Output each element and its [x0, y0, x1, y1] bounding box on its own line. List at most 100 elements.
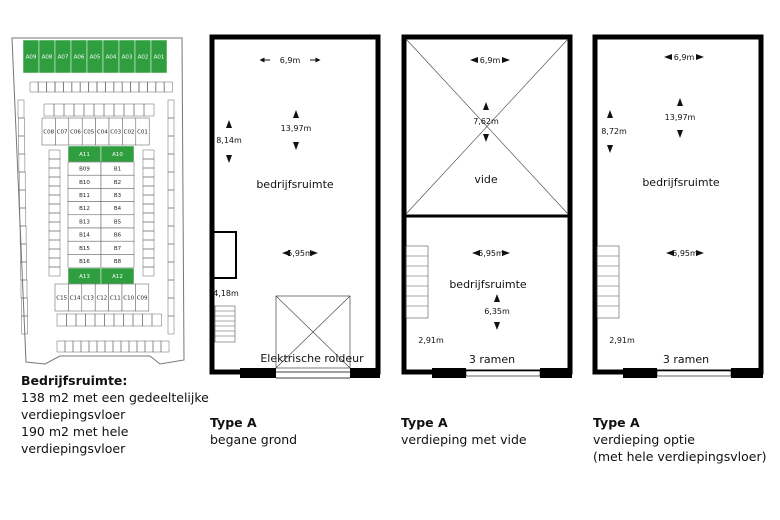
unit-B8 [100, 254, 135, 268]
unit-label: B2 [114, 180, 121, 186]
parking-spot [147, 81, 156, 93]
unit-label: A04 [106, 55, 117, 61]
parking-spot [151, 313, 162, 327]
parking-spot [105, 81, 114, 93]
unit-label: B14 [79, 233, 90, 239]
room-label: bedrijfsruimte [256, 178, 334, 191]
parking-spot [54, 81, 64, 93]
vide-depth-dimension: 7,62m [473, 117, 499, 126]
door-label: Elektrische roldeur [260, 352, 364, 365]
parking-spot [138, 81, 148, 93]
side-dimension: 2,91m [418, 336, 444, 345]
unit-label: A06 [74, 55, 85, 61]
inner-width-dimension: 5,95m [478, 249, 504, 258]
plan-type: Type A [401, 415, 448, 430]
unit-label: A09 [26, 55, 37, 61]
unit-label: C11 [110, 296, 121, 302]
side-dimension: 8,14m [216, 136, 242, 145]
unit-label: A01 [154, 55, 165, 61]
description-line: verdiepingsvloer [21, 441, 126, 456]
unit-label: C09 [137, 296, 148, 302]
unit-label: C14 [70, 296, 81, 302]
parking-spot [142, 266, 155, 277]
inner-width-dimension: 5,95m [287, 249, 313, 258]
parking-spot [160, 340, 170, 353]
unit-label: B7 [114, 246, 122, 252]
unit-label: A05 [90, 55, 101, 61]
unit-label: B1 [114, 167, 121, 173]
unit-label: C07 [57, 130, 68, 136]
unit-label: C10 [123, 296, 134, 302]
unit-label: B13 [79, 219, 90, 225]
unit-label: B11 [79, 193, 90, 199]
depth-dimension: 6,35m [484, 307, 510, 316]
parking-spot [130, 81, 140, 93]
width-dimension: 6,9m [674, 53, 695, 62]
unit-label: C05 [83, 130, 94, 136]
width-dimension: 6,9m [280, 56, 301, 65]
unit-label: C02 [124, 130, 135, 136]
parking-spot [143, 103, 155, 117]
plan-type: Type A [593, 415, 640, 430]
parking-spot [155, 81, 165, 93]
unit-label: B6 [114, 233, 122, 239]
unit-label: C13 [83, 296, 94, 302]
side-dimension: 8,72m [601, 127, 627, 136]
parking-spot [96, 81, 106, 93]
description-title: Bedrijfsruimte: [21, 373, 127, 388]
unit-label: B8 [114, 259, 122, 265]
plan-verdieping-optie: 6,9m 13,97m 8,72m bedrijfsruimte 5,95m 2… [592, 34, 764, 378]
windows-label: 3 ramen [663, 353, 709, 366]
plan-begane-grond: 6,9m 13,97m 8,14m bedrijfsruimte 5,95m 4… [209, 34, 381, 379]
parking-spot [46, 81, 56, 93]
parking-spot [122, 81, 131, 93]
unit-label: B3 [114, 193, 122, 199]
unit-label: B5 [114, 219, 122, 225]
unit-label: C01 [137, 130, 148, 136]
parking-spot [21, 315, 28, 335]
parking-spot [38, 81, 47, 93]
unit-label: A03 [122, 55, 133, 61]
unit-label: A12 [112, 274, 123, 280]
parking-spot [80, 81, 89, 93]
parking-spot [88, 81, 98, 93]
unit-C09 [135, 283, 150, 312]
unit-label: C08 [43, 130, 54, 136]
description-line: verdiepingsvloer [21, 407, 126, 422]
unit-label: A13 [79, 274, 90, 280]
unit-label: B16 [79, 259, 90, 265]
parking-spot [164, 81, 173, 93]
windows-label: 3 ramen [469, 353, 515, 366]
unit-label: A08 [42, 55, 53, 61]
side2-dimension: 2,91m [609, 336, 635, 345]
parking-spot [63, 81, 72, 93]
unit-label: A10 [112, 152, 123, 158]
description-line: 190 m2 met hele [21, 424, 129, 439]
width-dimension: 6,9m [480, 56, 501, 65]
unit-label: B12 [79, 206, 90, 212]
plan-subtitle: (met hele verdiepingsvloer) [593, 449, 766, 464]
stair-dimension: 4,18m [213, 289, 239, 298]
vide-label: vide [474, 173, 498, 186]
inner-width-dimension: 5,95m [672, 249, 698, 258]
unit-label: B09 [79, 167, 90, 173]
unit-label: A11 [79, 152, 90, 158]
parking-spot [29, 81, 39, 93]
depth-dimension: 13,97m [665, 113, 696, 122]
unit-A01 [150, 39, 168, 74]
room-label: bedrijfsruimte [449, 278, 527, 291]
parking-spot [167, 315, 175, 335]
plan-type: Type A [210, 415, 257, 430]
unit-label: C12 [96, 296, 107, 302]
plan-subtitle: verdieping met vide [401, 432, 527, 447]
description-line: 138 m2 met een gedeeltelijke [21, 390, 209, 405]
depth-dimension: 13,97m [281, 124, 312, 133]
plan-subtitle: verdieping optie [593, 432, 695, 447]
parking-spot [71, 81, 81, 93]
unit-label: C03 [110, 130, 121, 136]
unit-label: B4 [114, 206, 122, 212]
parking-spot [113, 81, 123, 93]
unit-label: C06 [70, 130, 81, 136]
